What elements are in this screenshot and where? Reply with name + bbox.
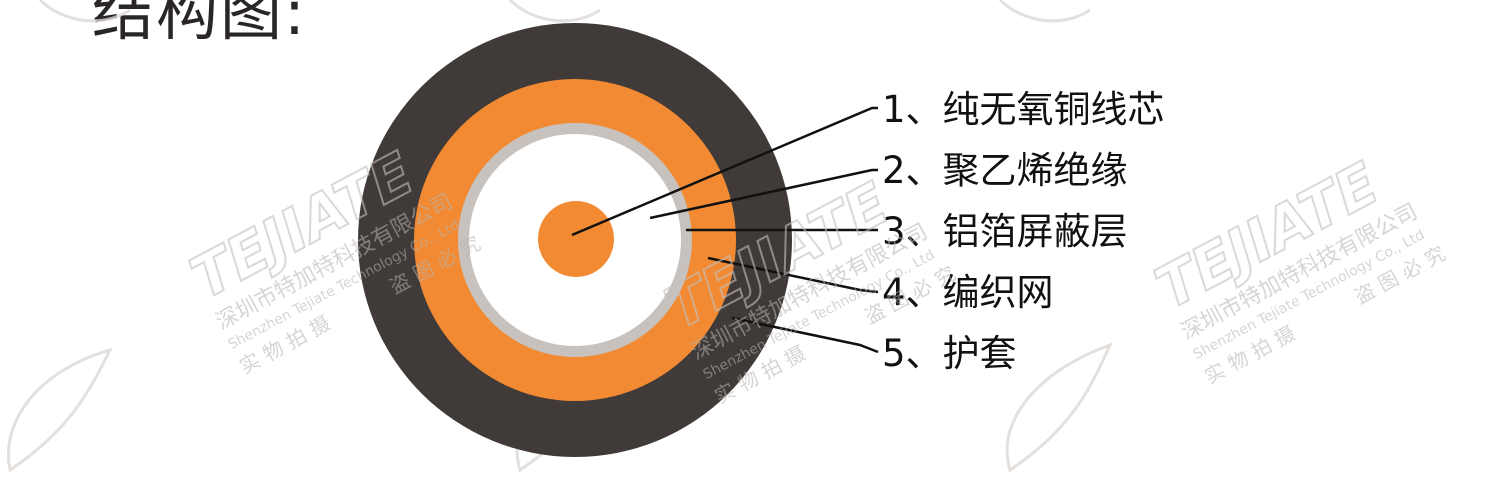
- label-copper-core: 1、纯无氧铜线芯: [882, 88, 1165, 131]
- label-insulation: 2、聚乙烯绝缘: [882, 149, 1128, 192]
- diagram-title: 结构图:: [92, 0, 307, 49]
- label-jacket: 5、护套: [882, 332, 1017, 375]
- leader-line-5: [731, 316, 879, 354]
- leader-line-4: [707, 256, 879, 294]
- label-braid-mesh: 4、编织网: [882, 271, 1054, 314]
- leader-line-1: [571, 106, 878, 237]
- label-foil-shield: 3、铝箔屏蔽层: [882, 210, 1128, 253]
- watermark-right: TEJIATE 深圳市特加特科技有限公司 Shenzhen Tejiate Te…: [1144, 148, 1450, 388]
- copper-core: [538, 201, 614, 277]
- leader-line-2: [649, 168, 878, 220]
